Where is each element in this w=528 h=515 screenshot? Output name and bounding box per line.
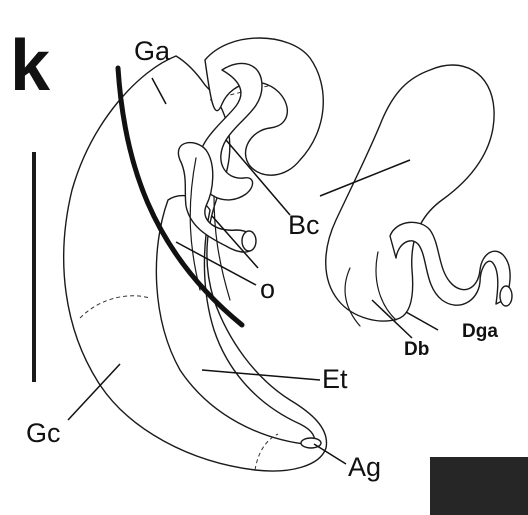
label-ag: Ag (348, 454, 381, 481)
corner-dark-box (430, 457, 528, 515)
label-db: Db (404, 340, 429, 359)
label-gc: Gc (26, 420, 61, 447)
leader-dga (406, 312, 438, 330)
panel-letter: k (10, 30, 50, 102)
inner-contour-2 (214, 196, 230, 300)
label-dga: Dga (462, 322, 498, 341)
bursa-copulatrix-right (326, 65, 494, 321)
label-ga: Ga (134, 38, 170, 65)
label-bc: Bc (288, 212, 320, 239)
oviduct-opening (242, 231, 256, 251)
label-o: o (260, 276, 275, 303)
duct-opening-right (500, 286, 512, 306)
label-et: Et (322, 366, 348, 393)
